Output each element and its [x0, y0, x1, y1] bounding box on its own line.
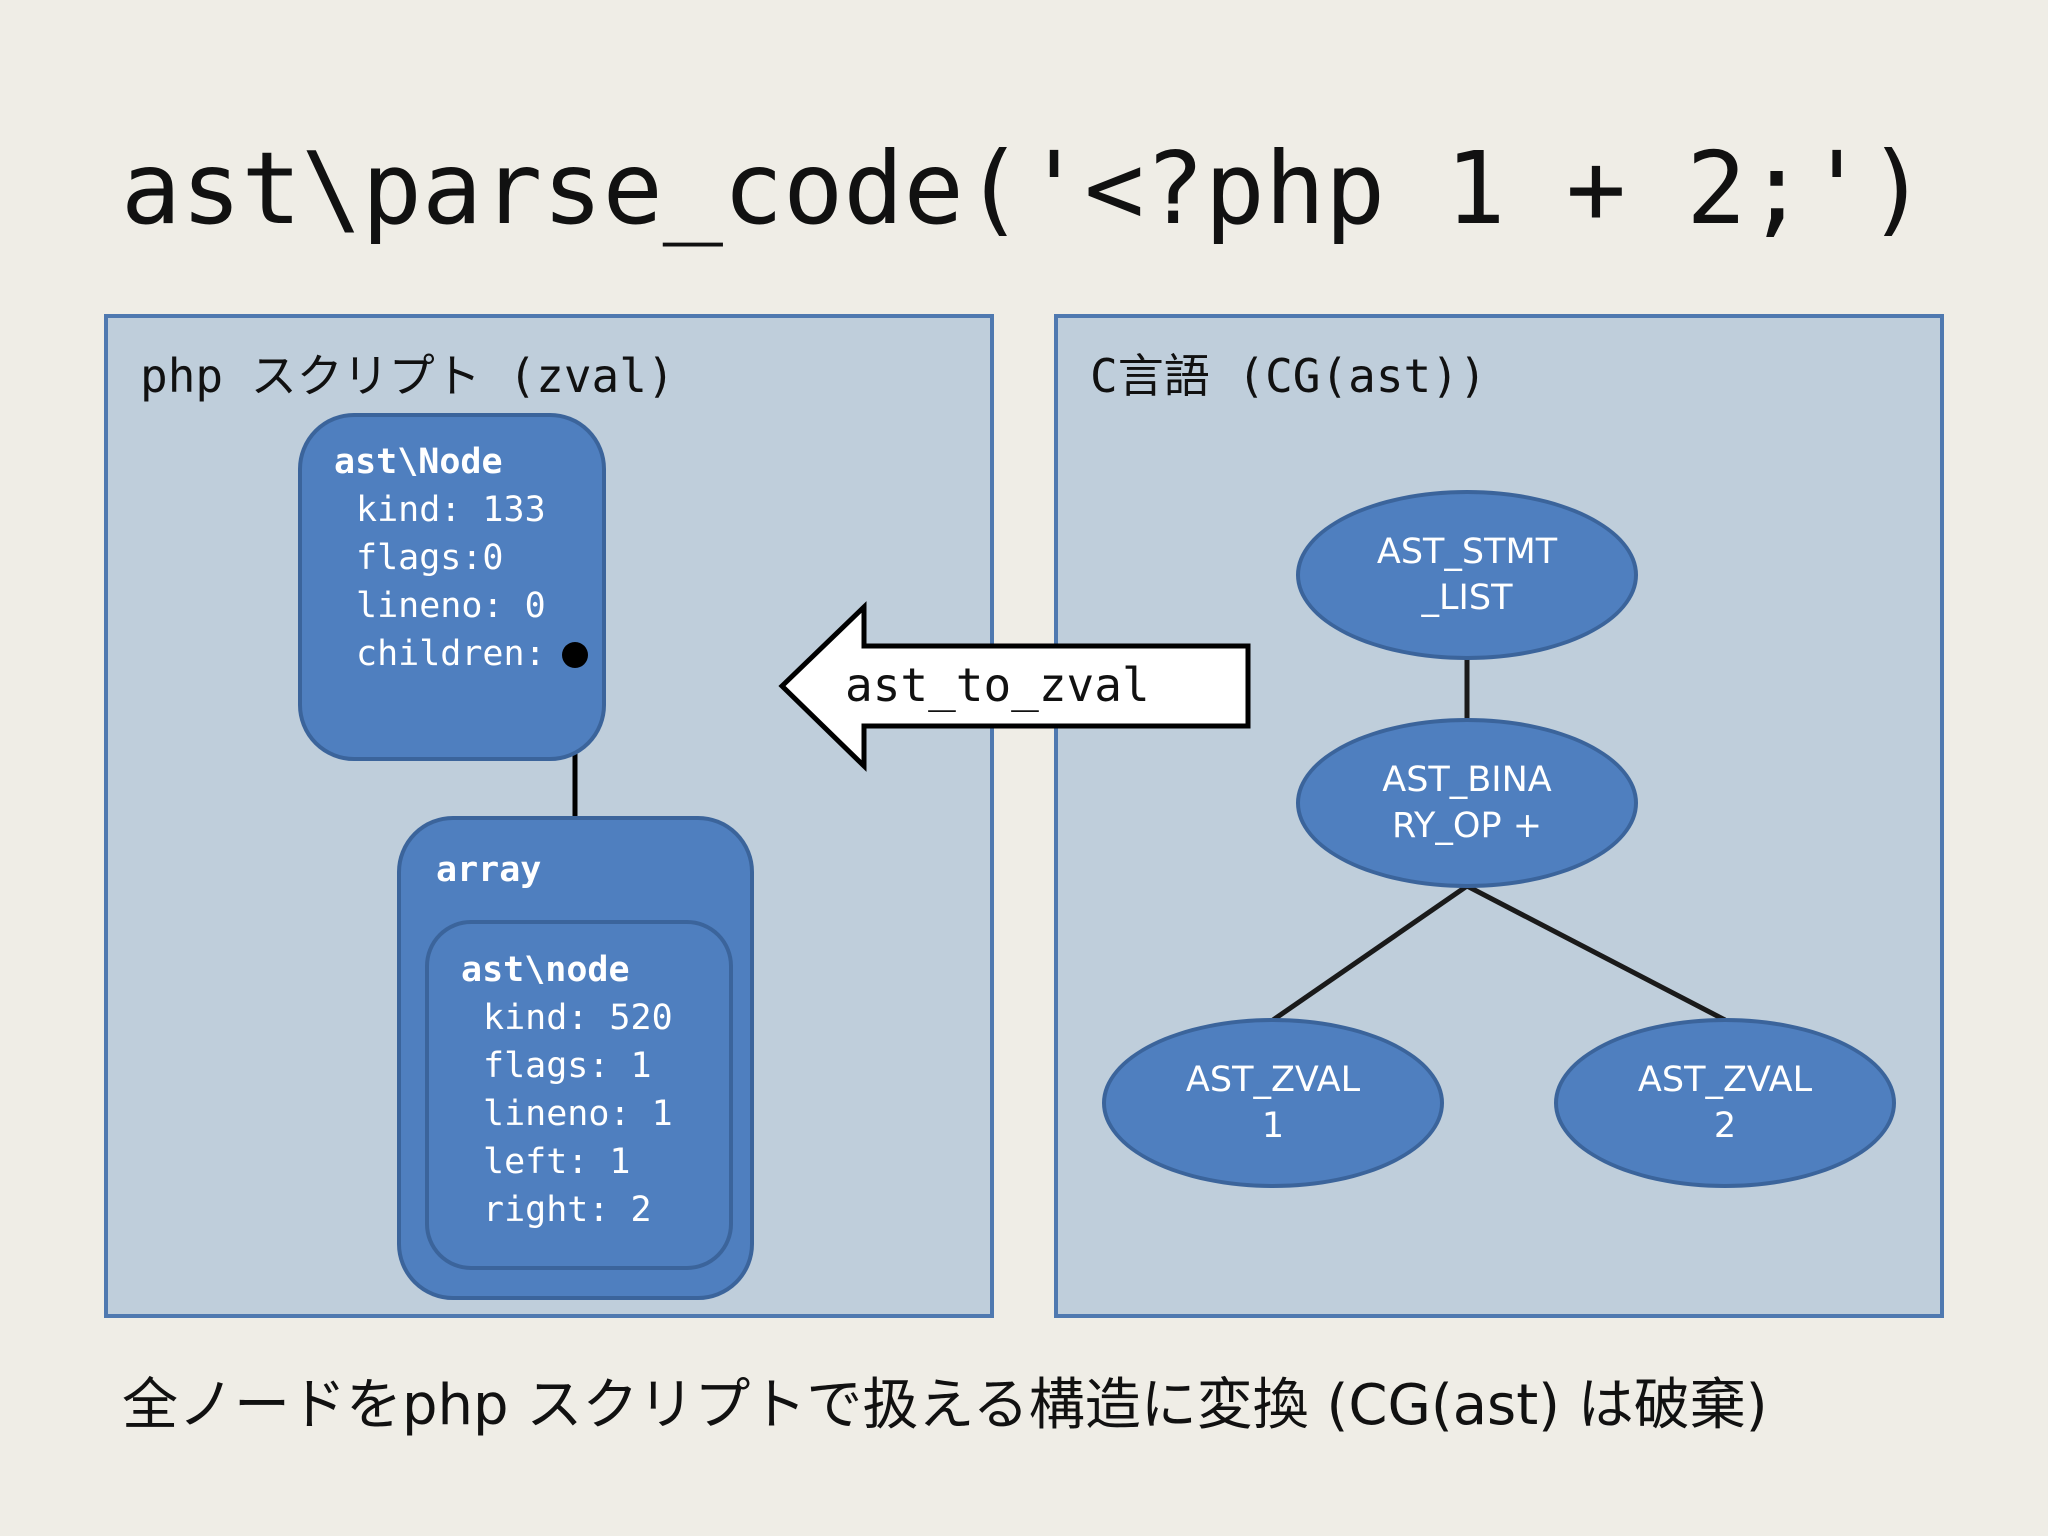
ast-binary-op-node: AST_BINA RY_OP +	[1296, 718, 1638, 888]
ast-child-node-kind: kind: 520	[483, 998, 673, 1038]
ast-binary-op-label: AST_BINA RY_OP +	[1382, 760, 1552, 846]
children-dot	[562, 642, 588, 668]
ast-zval-left-label: AST_ZVAL 1	[1185, 1060, 1361, 1146]
ast-zval-right-label: AST_ZVAL 2	[1637, 1060, 1813, 1146]
tree-edge-left	[1271, 883, 1469, 1023]
ast-child-node-left: left: 1	[483, 1142, 631, 1182]
slide-title: ast\parse_code('<?php 1 + 2;')	[120, 130, 1928, 247]
ast-child-node-header: ast\node	[461, 950, 630, 990]
ast-child-node-box	[425, 920, 733, 1270]
c-language-panel-title: C言語 (CG(ast))	[1090, 349, 1487, 403]
ast-node-box	[298, 413, 606, 761]
ast-zval-left-node: AST_ZVAL 1	[1102, 1018, 1444, 1188]
ast-child-node-right: right: 2	[483, 1190, 652, 1230]
ast-stmt-list-label: AST_STMT _LIST	[1376, 532, 1558, 618]
ast-child-node-lineno: lineno: 1	[483, 1094, 673, 1134]
ast-node-lineno: lineno: 0	[356, 586, 546, 626]
slide-footer-caption: 全ノードをphp スクリプトで扱える構造に変換 (CG(ast) は破棄)	[122, 1373, 1768, 1438]
ast-node-children: children:	[356, 634, 546, 674]
ast-stmt-list-node: AST_STMT _LIST	[1296, 490, 1638, 660]
ast-node-header: ast\Node	[334, 442, 503, 482]
tree-edge-right	[1465, 883, 1727, 1023]
ast-node-flags: flags:0	[356, 538, 504, 578]
ast-child-node-flags: flags: 1	[483, 1046, 652, 1086]
ast-to-zval-arrow	[778, 601, 1251, 772]
ast-node-kind: kind: 133	[356, 490, 546, 530]
php-script-panel-title: php スクリプト (zval)	[140, 349, 675, 403]
arrow-label: ast_to_zval	[845, 658, 1150, 712]
ast-zval-right-node: AST_ZVAL 2	[1554, 1018, 1896, 1188]
array-header: array	[436, 850, 542, 890]
